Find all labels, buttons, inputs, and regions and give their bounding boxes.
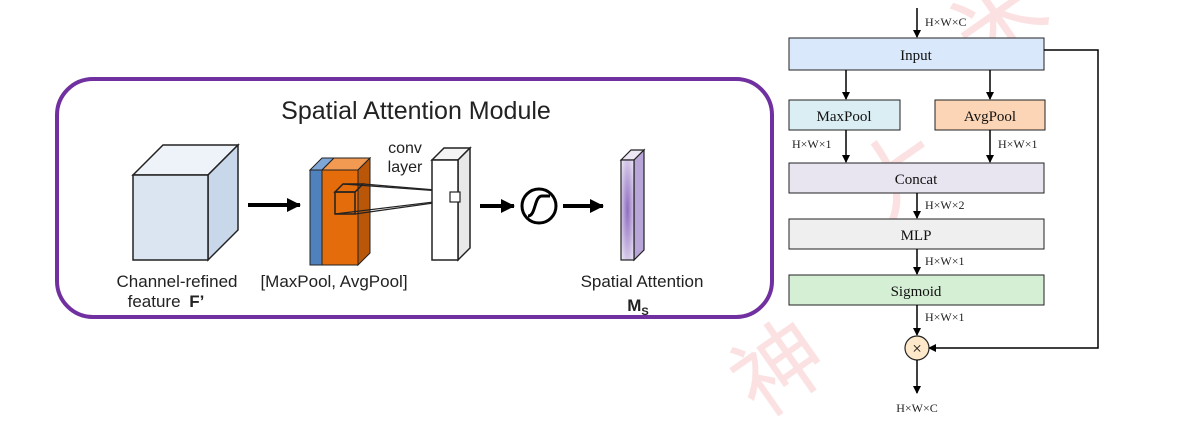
skip-connection-arrow xyxy=(928,49,1099,352)
input-label-line1: Channel-refined xyxy=(117,272,238,291)
conv-map-side xyxy=(457,146,471,262)
spatial-attention-flowchart: H×W×C Input MaxPool AvgPool H×W×1 H×W×1 … xyxy=(788,8,1099,415)
cube-front-face xyxy=(132,174,209,261)
avgpool-dimension: H×W×1 xyxy=(998,137,1038,151)
pooled-feature-slabs xyxy=(308,156,372,267)
multiply-symbol: × xyxy=(912,339,922,358)
module-border xyxy=(55,77,774,319)
input-box-label: Input xyxy=(900,48,932,64)
conv-label-line2: layer xyxy=(388,159,423,176)
sigmoid-icon xyxy=(520,187,558,225)
mlp-box xyxy=(788,218,1045,250)
sigmoid-box xyxy=(788,274,1045,306)
maxpool-slab xyxy=(309,169,323,266)
input-symbol: F’ xyxy=(189,292,204,311)
module-title: Spatial Attention Module xyxy=(281,97,551,125)
input-box xyxy=(788,37,1045,71)
top-dimension: H×W×C xyxy=(925,15,967,29)
maxpool-box xyxy=(788,99,901,131)
mlp-box-label: MLP xyxy=(901,228,932,244)
output-label: Spatial Attention xyxy=(581,272,704,291)
maxpool-dimension: H×W×1 xyxy=(792,137,832,151)
maxpool-box-label: MaxPool xyxy=(816,109,871,125)
input-label-feature: feature xyxy=(128,292,181,311)
output-symbol: M xyxy=(627,296,641,315)
avgpool-slab xyxy=(321,169,359,266)
mlp-dimension: H×W×1 xyxy=(925,254,965,268)
attention-map-side xyxy=(633,148,645,262)
conv-label-line1: conv xyxy=(388,140,422,157)
concat-dimension: H×W×2 xyxy=(925,198,965,212)
bottom-dimension: H×W×C xyxy=(896,401,938,415)
pool-label: [MaxPool, AvgPool] xyxy=(260,272,407,291)
conv-output-map xyxy=(430,146,472,262)
avgpool-box-label: AvgPool xyxy=(964,109,1016,125)
spatial-attention-map xyxy=(619,148,646,262)
output-subscript: S xyxy=(641,306,648,318)
concat-box-label: Concat xyxy=(895,172,938,188)
avgpool-box xyxy=(934,99,1046,131)
sigmoid-box-label: Sigmoid xyxy=(891,284,942,300)
watermark-glyph-3: 神 xyxy=(714,303,845,428)
input-feature-cube xyxy=(131,143,240,262)
sigmoid-dimension: H×W×1 xyxy=(925,310,965,324)
attention-map-front xyxy=(620,159,635,261)
output-symbol-group: MS xyxy=(627,296,649,318)
input-label-line2: feature F’ xyxy=(128,292,205,311)
conv-output-cell xyxy=(449,191,461,203)
conv-map-front xyxy=(431,159,459,261)
spatial-attention-module-panel: Spatial Attention Module conv layer xyxy=(55,77,774,319)
